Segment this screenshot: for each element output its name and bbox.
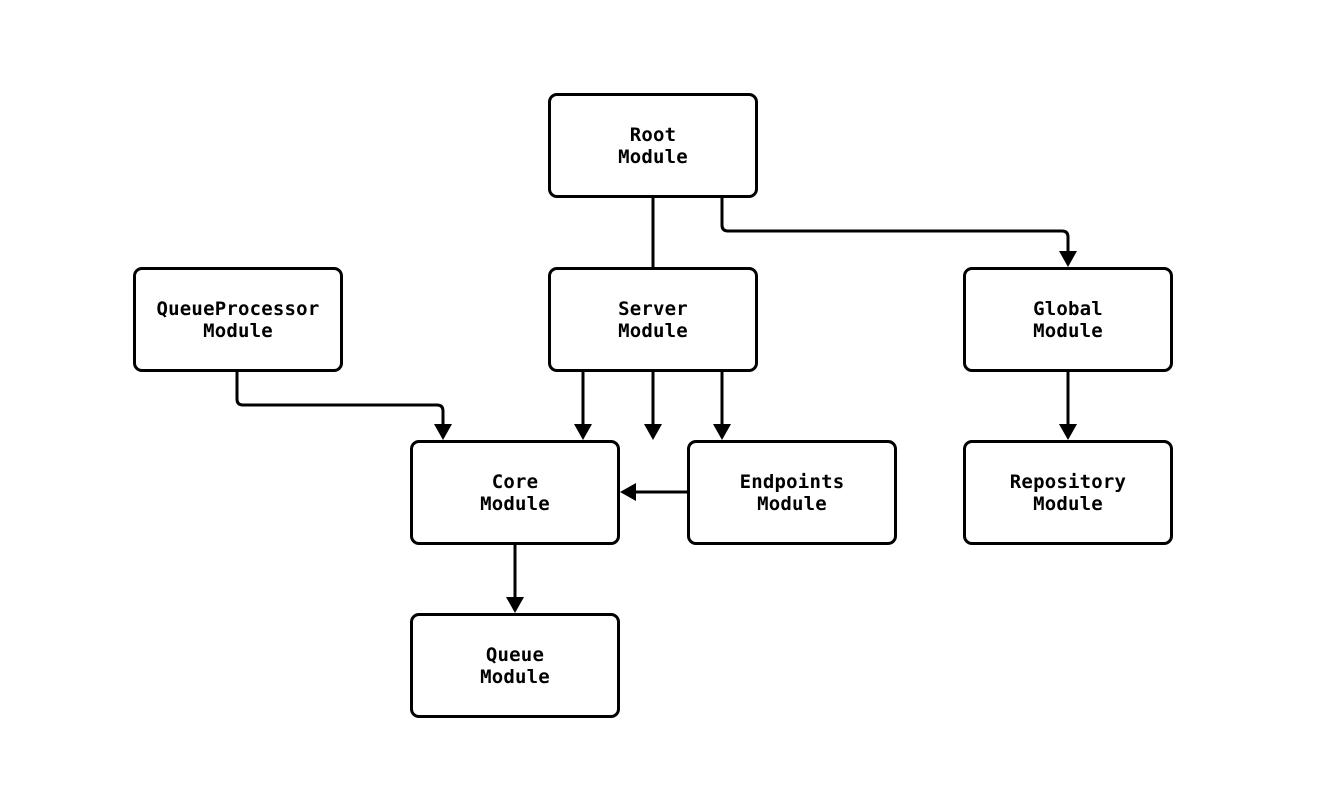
arrowhead-endpoints-to-core (620, 483, 636, 501)
edge-root-to-global (720, 198, 1070, 251)
node-queueprocessor-module-line2: Module (203, 319, 273, 342)
node-root-module-line2: Module (618, 145, 688, 168)
node-global-module-line1: Global (1033, 297, 1103, 320)
node-server-module-line2: Module (618, 319, 688, 342)
arrowhead-server-to-core (574, 424, 592, 440)
node-root-module[interactable]: Root Module (548, 93, 758, 198)
node-global-module-line2: Module (1033, 319, 1103, 342)
node-repository-module[interactable]: Repository Module (963, 440, 1173, 545)
node-core-module-line2: Module (480, 492, 550, 515)
node-global-module[interactable]: Global Module (963, 267, 1173, 372)
node-queueprocessor-module-line1: QueueProcessor (156, 297, 320, 320)
node-repository-module-line1: Repository (1009, 470, 1127, 493)
node-root-module-line1: Root (629, 123, 677, 146)
node-server-module-line1: Server (618, 297, 688, 320)
edge-queueprocessor-to-core (235, 372, 445, 424)
node-core-module[interactable]: Core Module (410, 440, 620, 545)
node-queueprocessor-module[interactable]: QueueProcessor Module (133, 267, 343, 372)
node-endpoints-module-line2: Module (757, 492, 827, 515)
node-queue-module-line2: Module (480, 665, 550, 688)
arrowhead-server-to-endpoints (713, 424, 731, 440)
node-endpoints-module-line1: Endpoints (739, 470, 845, 493)
node-repository-module-line2: Module (1033, 492, 1103, 515)
arrowhead-core-to-queue (506, 597, 524, 613)
arrowhead-global-to-repository (1059, 424, 1077, 440)
node-server-module[interactable]: Server Module (548, 267, 758, 372)
node-endpoints-module[interactable]: Endpoints Module (687, 440, 897, 545)
arrowhead-root-to-global (1059, 251, 1077, 267)
node-core-module-line1: Core (491, 470, 539, 493)
node-queue-module-line1: Queue (485, 643, 545, 666)
arrowhead-queueprocessor-to-core (434, 424, 452, 440)
node-queue-module[interactable]: Queue Module (410, 613, 620, 718)
arrowhead-root-to-server (644, 424, 662, 440)
